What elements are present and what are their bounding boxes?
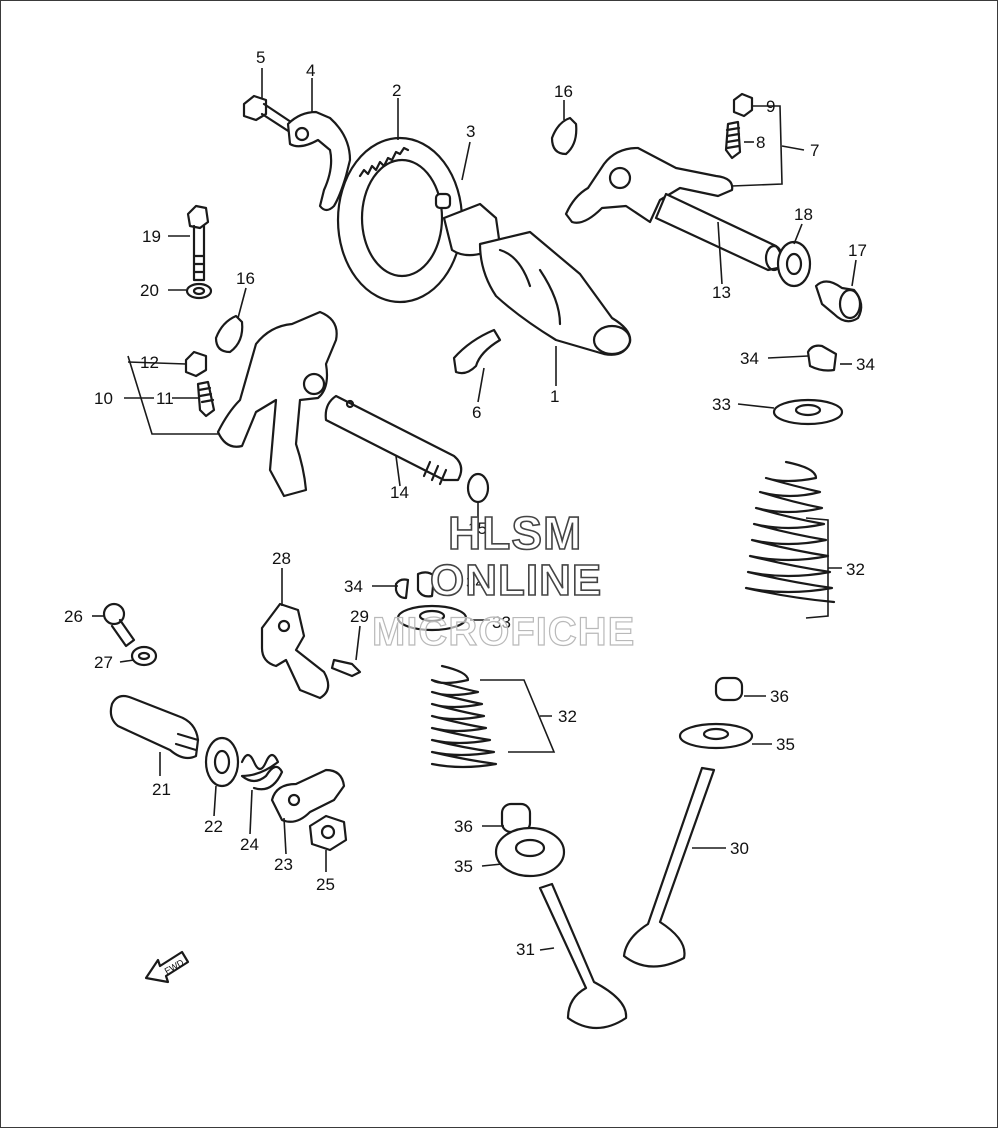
- part-31-valve-intake: [538, 882, 628, 1029]
- part-4-plate: [286, 110, 352, 212]
- callout-34-d: 34: [466, 573, 485, 592]
- callout-11: 11: [156, 389, 174, 408]
- part-7-rocker-arm: [564, 146, 734, 224]
- callout-2: 2: [392, 81, 401, 100]
- callout-24: 24: [240, 835, 259, 854]
- callout-12: 12: [140, 353, 159, 372]
- callout-17: 17: [848, 241, 867, 260]
- part-30-valve-exhaust: [622, 766, 716, 968]
- part-15-o-ring: [466, 472, 490, 504]
- callout-34-b: 34: [856, 355, 875, 374]
- watermark-line-3: MICROFICHE: [371, 609, 636, 654]
- watermark-line-1: HLSM: [447, 506, 583, 560]
- callout-15: 15: [468, 519, 487, 538]
- part-18-washer: [776, 240, 812, 288]
- part-1-camshaft: [442, 202, 632, 356]
- part-28-bracket: [260, 602, 330, 700]
- part-10-rocker-arm: [216, 310, 338, 498]
- part-25-nut: [308, 814, 348, 852]
- callout-29: 29: [350, 607, 369, 626]
- part-35-seat-right: [678, 722, 754, 750]
- part-26-bolt: [102, 602, 136, 648]
- part-21-shaft: [109, 694, 200, 760]
- callout-28: 28: [272, 549, 291, 568]
- callout-6: 6: [472, 403, 481, 422]
- callout-16-upper: 16: [554, 82, 573, 101]
- watermark-line-2: ONLINE: [429, 555, 603, 606]
- part-29-screw: [330, 658, 362, 678]
- part-16-cap-lower: [214, 314, 244, 354]
- fwd-arrow-icon: FWD: [144, 950, 190, 984]
- callout-9: 9: [766, 97, 775, 116]
- part-19-bolt: [186, 204, 210, 282]
- part-3-pin: [434, 192, 452, 210]
- leader-lines: [92, 68, 857, 951]
- part-33-retainer-lower: [396, 604, 468, 632]
- callout-numbers: 5 4 2 3 16 9 8 7 19 20 16 18 17 13 12 10…: [64, 48, 875, 959]
- part-34-cotter-lower: [394, 571, 436, 600]
- part-14-rocker-shaft: [324, 394, 463, 486]
- callout-32-left: 32: [558, 707, 577, 726]
- part-22-collar: [204, 736, 240, 788]
- part-24-spring: [240, 753, 284, 791]
- callout-22: 22: [204, 817, 223, 836]
- callout-3: 3: [466, 122, 475, 141]
- callout-35-left: 35: [454, 857, 473, 876]
- callout-7: 7: [810, 141, 819, 160]
- callout-21: 21: [152, 780, 171, 799]
- part-33-retainer-upper: [772, 398, 844, 426]
- callout-13: 13: [712, 283, 731, 302]
- callout-33-lower: 33: [492, 613, 511, 632]
- callout-4: 4: [306, 61, 315, 80]
- callout-5: 5: [256, 48, 265, 67]
- part-6-clip: [452, 328, 502, 375]
- callout-35-right: 35: [776, 735, 795, 754]
- part-16-cap-upper: [550, 116, 578, 156]
- part-32-spring-left: [430, 664, 498, 769]
- part-20-washer: [185, 282, 213, 300]
- callout-14: 14: [390, 483, 409, 502]
- part-34-cotter-upper: [806, 344, 838, 372]
- part-35-seat-left: [494, 826, 566, 878]
- callout-36-left: 36: [454, 817, 473, 836]
- callout-30: 30: [730, 839, 749, 858]
- callout-27: 27: [94, 653, 113, 672]
- callout-8: 8: [756, 133, 765, 152]
- callout-26: 26: [64, 607, 83, 626]
- callout-36-right: 36: [770, 687, 789, 706]
- part-8-screw: [724, 120, 742, 160]
- callout-18: 18: [794, 205, 813, 224]
- part-9-nut: [732, 92, 754, 118]
- callout-19: 19: [142, 227, 161, 246]
- callout-16-lower: 16: [236, 269, 255, 288]
- callout-32-right: 32: [846, 560, 865, 579]
- callout-33-upper: 33: [712, 395, 731, 414]
- part-36-seal-right: [714, 676, 744, 702]
- callout-25: 25: [316, 875, 335, 894]
- part-17-plug: [814, 280, 863, 323]
- part-27-washer: [130, 645, 158, 667]
- part-23-arm: [270, 768, 346, 823]
- callout-10: 10: [94, 389, 113, 408]
- callout-31: 31: [516, 940, 535, 959]
- part-11-screw: [196, 380, 216, 418]
- callout-34-a: 34: [740, 349, 759, 368]
- callout-1: 1: [550, 387, 559, 406]
- callout-34-c: 34: [344, 577, 363, 596]
- part-12-nut: [184, 350, 208, 378]
- part-32-spring-right: [744, 460, 836, 604]
- callout-23: 23: [274, 855, 293, 874]
- callout-20: 20: [140, 281, 159, 300]
